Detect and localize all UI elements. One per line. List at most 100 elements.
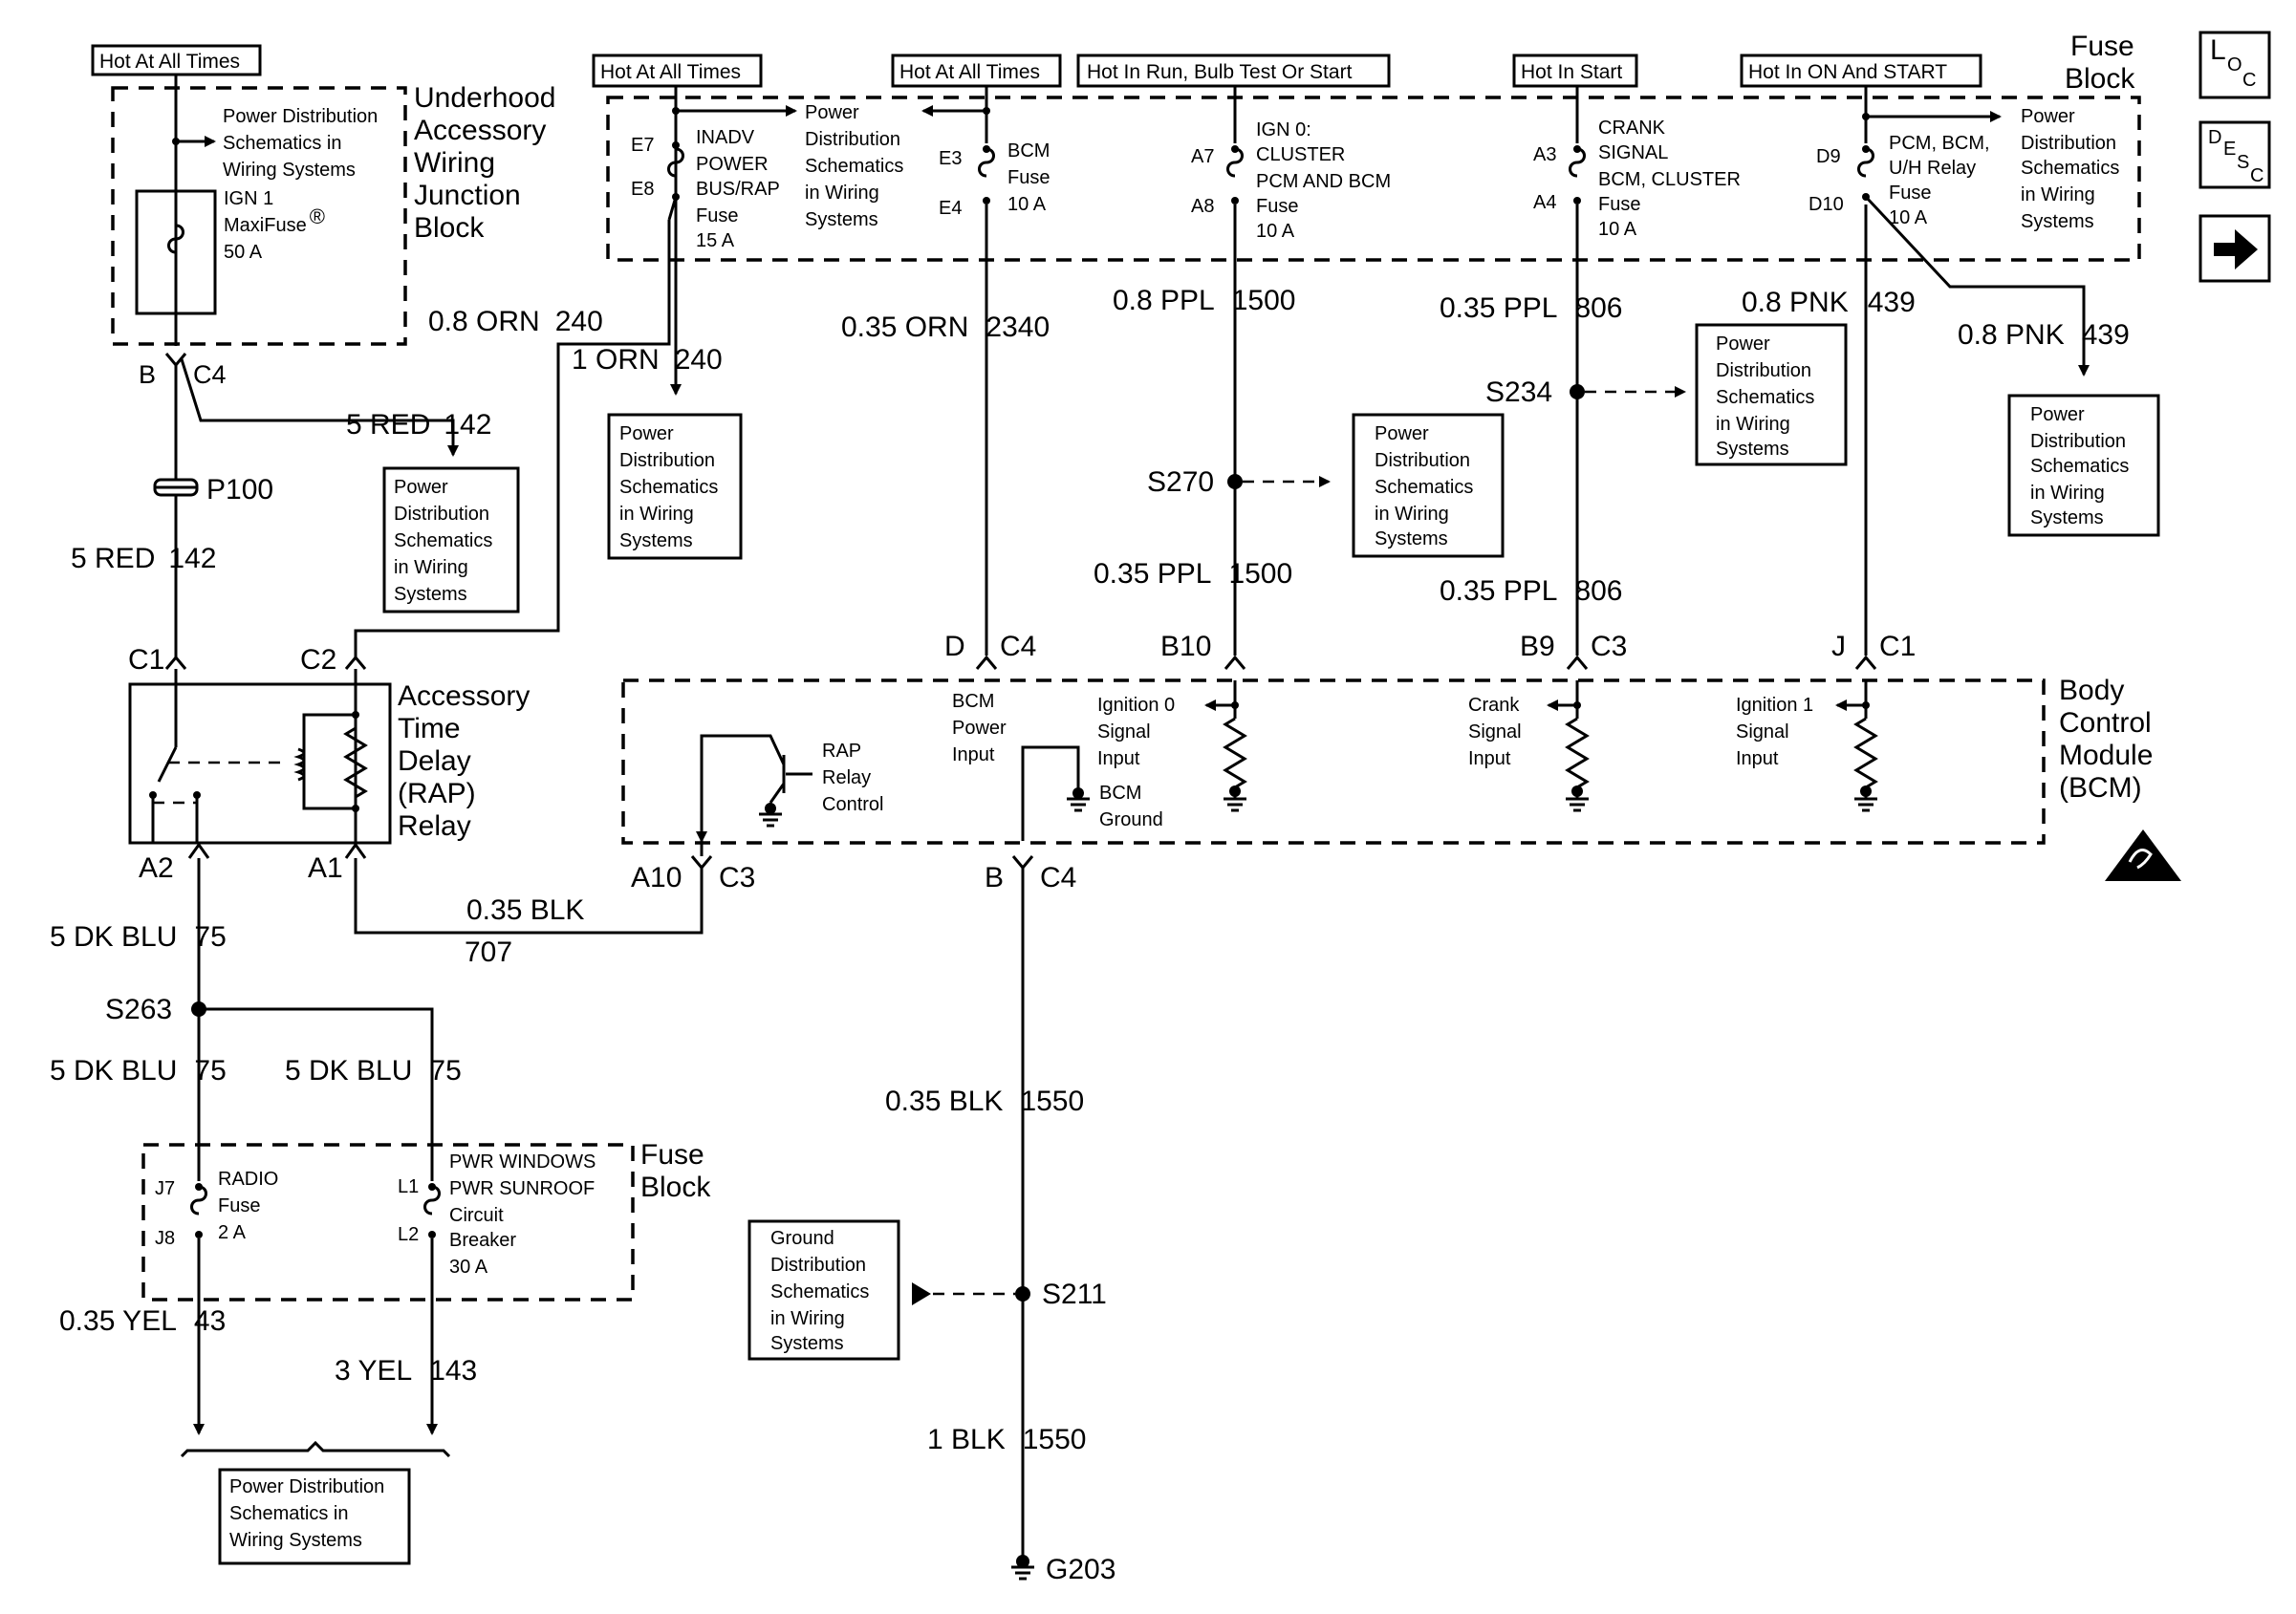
svg-text:Signal: Signal bbox=[1736, 721, 1789, 742]
svg-text:Fuse: Fuse bbox=[696, 205, 738, 226]
svg-text:Control: Control bbox=[2059, 707, 2152, 739]
fuse-radio-label: RADIO Fuse 2 A bbox=[218, 1169, 278, 1243]
svg-text:Hot In ON And START: Hot In ON And START bbox=[1748, 61, 1947, 83]
svg-text:Signal: Signal bbox=[1097, 721, 1151, 742]
svg-text:S: S bbox=[2237, 152, 2249, 173]
svg-text:IGN 0:: IGN 0: bbox=[1256, 119, 1311, 140]
svg-text:Accessory: Accessory bbox=[398, 680, 530, 712]
loc-icon[interactable]: L O C bbox=[2199, 31, 2271, 99]
rap-control-ground-icon bbox=[757, 812, 784, 828]
svg-text:Input: Input bbox=[1468, 748, 1511, 769]
svg-text:BCM: BCM bbox=[1099, 783, 1141, 804]
svg-text:O: O bbox=[2227, 54, 2242, 75]
g203-ground-icon bbox=[1009, 1565, 1036, 1581]
svg-text:Schematics: Schematics bbox=[394, 530, 492, 551]
bcm-ground-label: BCM Ground bbox=[1099, 783, 1163, 830]
ground-distribution-reference: Ground Distribution Schematics in Wiring… bbox=[747, 1219, 900, 1361]
svg-text:Power: Power bbox=[1716, 334, 1770, 355]
svg-text:Schematics: Schematics bbox=[619, 477, 718, 498]
esd-warning-icon bbox=[2105, 829, 2181, 881]
splice-s211-dot bbox=[1015, 1286, 1030, 1302]
svg-text:PWR SUNROOF: PWR SUNROOF bbox=[449, 1178, 595, 1199]
connector-b: B bbox=[139, 360, 156, 389]
svg-text:in Wiring: in Wiring bbox=[1716, 414, 1790, 435]
svg-text:Block: Block bbox=[2065, 63, 2135, 95]
svg-text:Ignition 1: Ignition 1 bbox=[1736, 695, 1813, 716]
svg-text:Hot In Start: Hot In Start bbox=[1521, 61, 1622, 83]
svg-text:Distribution: Distribution bbox=[2030, 431, 2126, 452]
ign1-input-ground-icon bbox=[1852, 797, 1879, 812]
svg-text:U/H Relay: U/H Relay bbox=[1889, 158, 1976, 179]
svg-text:Wiring Systems: Wiring Systems bbox=[223, 160, 356, 181]
svg-text:Underhood: Underhood bbox=[414, 82, 555, 114]
splice-s270: S270 bbox=[1147, 466, 1214, 498]
desc-icon[interactable]: D E S C bbox=[2199, 120, 2271, 189]
connector-d: D bbox=[944, 631, 965, 662]
svg-text:in Wiring: in Wiring bbox=[1375, 504, 1449, 525]
svg-text:Accessory: Accessory bbox=[414, 115, 546, 146]
connector-a1-rap: A1 bbox=[308, 852, 343, 884]
svg-text:Relay: Relay bbox=[822, 767, 871, 788]
svg-text:50 A: 50 A bbox=[224, 242, 263, 263]
splice-s234: S234 bbox=[1485, 377, 1552, 408]
pd-reference-s270: Power Distribution Schematics in Wiring … bbox=[1352, 413, 1505, 558]
fuse-pcm-pin-out: D10 bbox=[1809, 194, 1844, 215]
next-arrow-icon[interactable] bbox=[2199, 214, 2271, 283]
pd-reference-pcm: Power Distribution Schematics in Wiring … bbox=[2021, 106, 2119, 232]
svg-text:Fuse: Fuse bbox=[2070, 31, 2134, 62]
svg-text:Block: Block bbox=[640, 1172, 711, 1203]
svg-text:Systems: Systems bbox=[394, 584, 467, 605]
svg-text:SIGNAL: SIGNAL bbox=[1598, 142, 1668, 163]
connector-c4-bcm-bottom: C4 bbox=[1040, 862, 1076, 893]
hot-label-5: Hot In Start bbox=[1512, 54, 1638, 88]
svg-text:Junction: Junction bbox=[414, 180, 521, 211]
svg-text:Power Distribution: Power Distribution bbox=[229, 1476, 384, 1497]
connector-c3-bcm-top: C3 bbox=[1591, 631, 1627, 662]
svg-text:Delay: Delay bbox=[398, 745, 471, 777]
svg-text:Distribution: Distribution bbox=[1716, 360, 1811, 381]
svg-text:30 A: 30 A bbox=[449, 1257, 488, 1278]
svg-text:Ground: Ground bbox=[1099, 809, 1163, 830]
svg-text:Systems: Systems bbox=[2030, 507, 2104, 528]
svg-text:Schematics: Schematics bbox=[2030, 456, 2129, 477]
fuse-bcm-pin-out: E4 bbox=[939, 198, 962, 219]
fuse-radio-pin-in: J7 bbox=[155, 1178, 175, 1199]
svg-text:in Wiring: in Wiring bbox=[394, 557, 468, 578]
connector-b9: B9 bbox=[1520, 631, 1555, 662]
ign1-maxifuse-housing bbox=[135, 189, 217, 315]
svg-text:Power: Power bbox=[2030, 404, 2085, 425]
svg-text:Systems: Systems bbox=[1716, 439, 1789, 460]
svg-text:CRANK: CRANK bbox=[1598, 118, 1666, 139]
pd-reference-bottom: Power Distribution Schematics in Wiring … bbox=[218, 1468, 411, 1565]
svg-text:Power: Power bbox=[1375, 423, 1429, 444]
svg-text:Module: Module bbox=[2059, 740, 2153, 771]
fuse-pwr-label: PWR WINDOWS PWR SUNROOF Circuit Breaker … bbox=[449, 1151, 596, 1278]
svg-text:Time: Time bbox=[398, 713, 461, 744]
svg-text:Schematics: Schematics bbox=[2021, 158, 2119, 179]
svg-text:BCM: BCM bbox=[952, 691, 994, 712]
svg-text:Crank: Crank bbox=[1468, 695, 1520, 716]
fuse-ign0-label: IGN 0: CLUSTER PCM AND BCM Fuse 10 A bbox=[1256, 119, 1391, 242]
hot-label-1: Hot At All Times bbox=[91, 44, 262, 76]
svg-text:Power Distribution: Power Distribution bbox=[223, 106, 378, 127]
svg-text:in Wiring: in Wiring bbox=[2030, 483, 2105, 504]
connector-c1-bcm-top: C1 bbox=[1879, 631, 1916, 662]
splice-s270-dot bbox=[1227, 474, 1243, 489]
bcm-power-input-label: BCM Power Input bbox=[952, 691, 1007, 765]
ign0-input-ground-icon bbox=[1222, 797, 1248, 812]
svg-text:Block: Block bbox=[414, 212, 485, 244]
svg-text:Fuse: Fuse bbox=[1889, 183, 1931, 204]
svg-text:CLUSTER: CLUSTER bbox=[1256, 144, 1345, 165]
rap-relay-box bbox=[128, 682, 392, 845]
svg-text:Distribution: Distribution bbox=[394, 504, 489, 525]
fuse-block-top bbox=[606, 96, 2141, 262]
splice-s211: S211 bbox=[1042, 1279, 1107, 1310]
svg-text:Schematics in: Schematics in bbox=[223, 133, 342, 154]
svg-text:Hot At All Times: Hot At All Times bbox=[899, 61, 1040, 83]
